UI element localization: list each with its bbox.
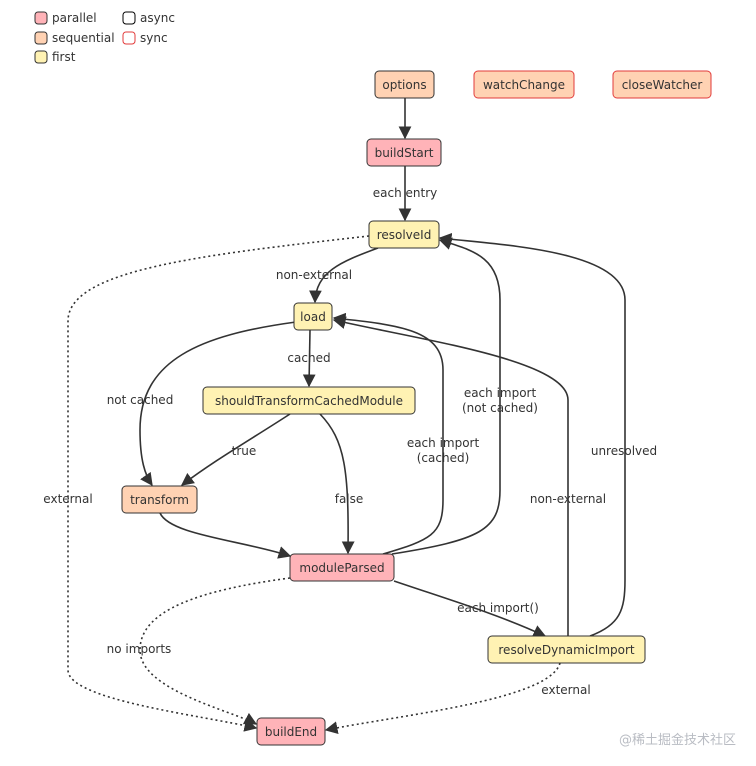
label-each-entry: each entry <box>373 186 437 200</box>
legend-sequential: sequential <box>52 31 115 45</box>
svg-text:buildEnd: buildEnd <box>265 725 317 739</box>
legend-first: first <box>52 50 76 64</box>
label-each-import-cached-2: (cached) <box>417 451 470 465</box>
edge-resolveId-load <box>308 247 379 304</box>
label-each-import-dynamic: each import() <box>457 601 539 615</box>
node-options[interactable]: options <box>374 70 435 99</box>
edge-transform-moduleParsed <box>159 512 292 559</box>
legend-sync-swatch <box>122 31 136 45</box>
svg-text:watchChange: watchChange <box>483 78 565 92</box>
edge-moduleParsed-resolveDynamicImport <box>393 580 547 637</box>
svg-text:resolveId: resolveId <box>377 228 432 242</box>
edge-resolveDynamicImport-resolveId <box>438 232 626 637</box>
label-cached: cached <box>287 351 330 365</box>
node-resolveId[interactable]: resolveId <box>368 220 440 249</box>
edge-moduleParsed-load <box>332 312 444 555</box>
svg-text:moduleParsed: moduleParsed <box>299 561 384 575</box>
svg-text:options: options <box>382 78 426 92</box>
legend-sequential-swatch <box>34 31 48 45</box>
edge-resolveDynamicImport-buildEnd <box>324 662 561 734</box>
label-external-2: external <box>541 683 590 697</box>
node-watchChange[interactable]: watchChange <box>473 70 575 99</box>
edge-should-transform <box>180 413 291 486</box>
watermark: @稀土掘金技术社区 <box>618 733 736 748</box>
node-buildEnd[interactable]: buildEnd <box>256 717 326 746</box>
legend-parallel: parallel <box>52 11 97 25</box>
svg-text:buildStart: buildStart <box>375 146 434 160</box>
node-resolveDynamicImport[interactable]: resolveDynamicImport <box>487 635 646 664</box>
label-non-external-2: non-external <box>530 492 606 506</box>
legend-first-swatch <box>34 50 48 64</box>
node-transform[interactable]: transform <box>121 485 198 514</box>
svg-text:load: load <box>300 310 326 324</box>
edge-labels: each entry non-external cached not cache… <box>43 186 657 697</box>
node-load[interactable]: load <box>293 302 333 331</box>
label-external: external <box>43 492 92 506</box>
svg-text:closeWatcher: closeWatcher <box>622 78 703 92</box>
svg-text:transform: transform <box>130 493 189 507</box>
edges <box>67 98 626 734</box>
edge-should-moduleParsed <box>319 413 355 555</box>
legend: parallel sequential first async sync <box>34 11 175 64</box>
edge-moduleParsed-resolveId <box>391 237 501 555</box>
node-shouldTransformCachedModule[interactable]: shouldTransformCachedModule <box>202 386 416 415</box>
node-buildStart[interactable]: buildStart <box>366 138 442 167</box>
legend-async: async <box>140 11 175 25</box>
label-no-imports: no imports <box>107 642 172 656</box>
label-not-cached: not cached <box>107 393 174 407</box>
label-unresolved: unresolved <box>591 444 657 458</box>
edge-load-should <box>302 329 316 388</box>
label-non-external: non-external <box>276 268 352 282</box>
label-each-import-not-cached: each import <box>464 386 537 400</box>
legend-async-swatch <box>122 11 136 25</box>
label-true: true <box>232 444 257 458</box>
label-false: false <box>335 492 364 506</box>
svg-text:shouldTransformCachedModule: shouldTransformCachedModule <box>215 394 403 408</box>
edge-resolveId-buildEnd <box>67 235 370 732</box>
label-each-import-not-cached-2: (not cached) <box>462 401 538 415</box>
label-each-import-cached: each import <box>407 436 480 450</box>
node-closeWatcher[interactable]: closeWatcher <box>612 70 712 99</box>
edge-load-transform <box>139 321 297 487</box>
svg-text:resolveDynamicImport: resolveDynamicImport <box>498 643 635 657</box>
edge-resolveDynamicImport-load <box>332 316 569 636</box>
node-moduleParsed[interactable]: moduleParsed <box>289 553 395 582</box>
legend-parallel-swatch <box>34 11 48 25</box>
legend-sync: sync <box>140 31 168 45</box>
